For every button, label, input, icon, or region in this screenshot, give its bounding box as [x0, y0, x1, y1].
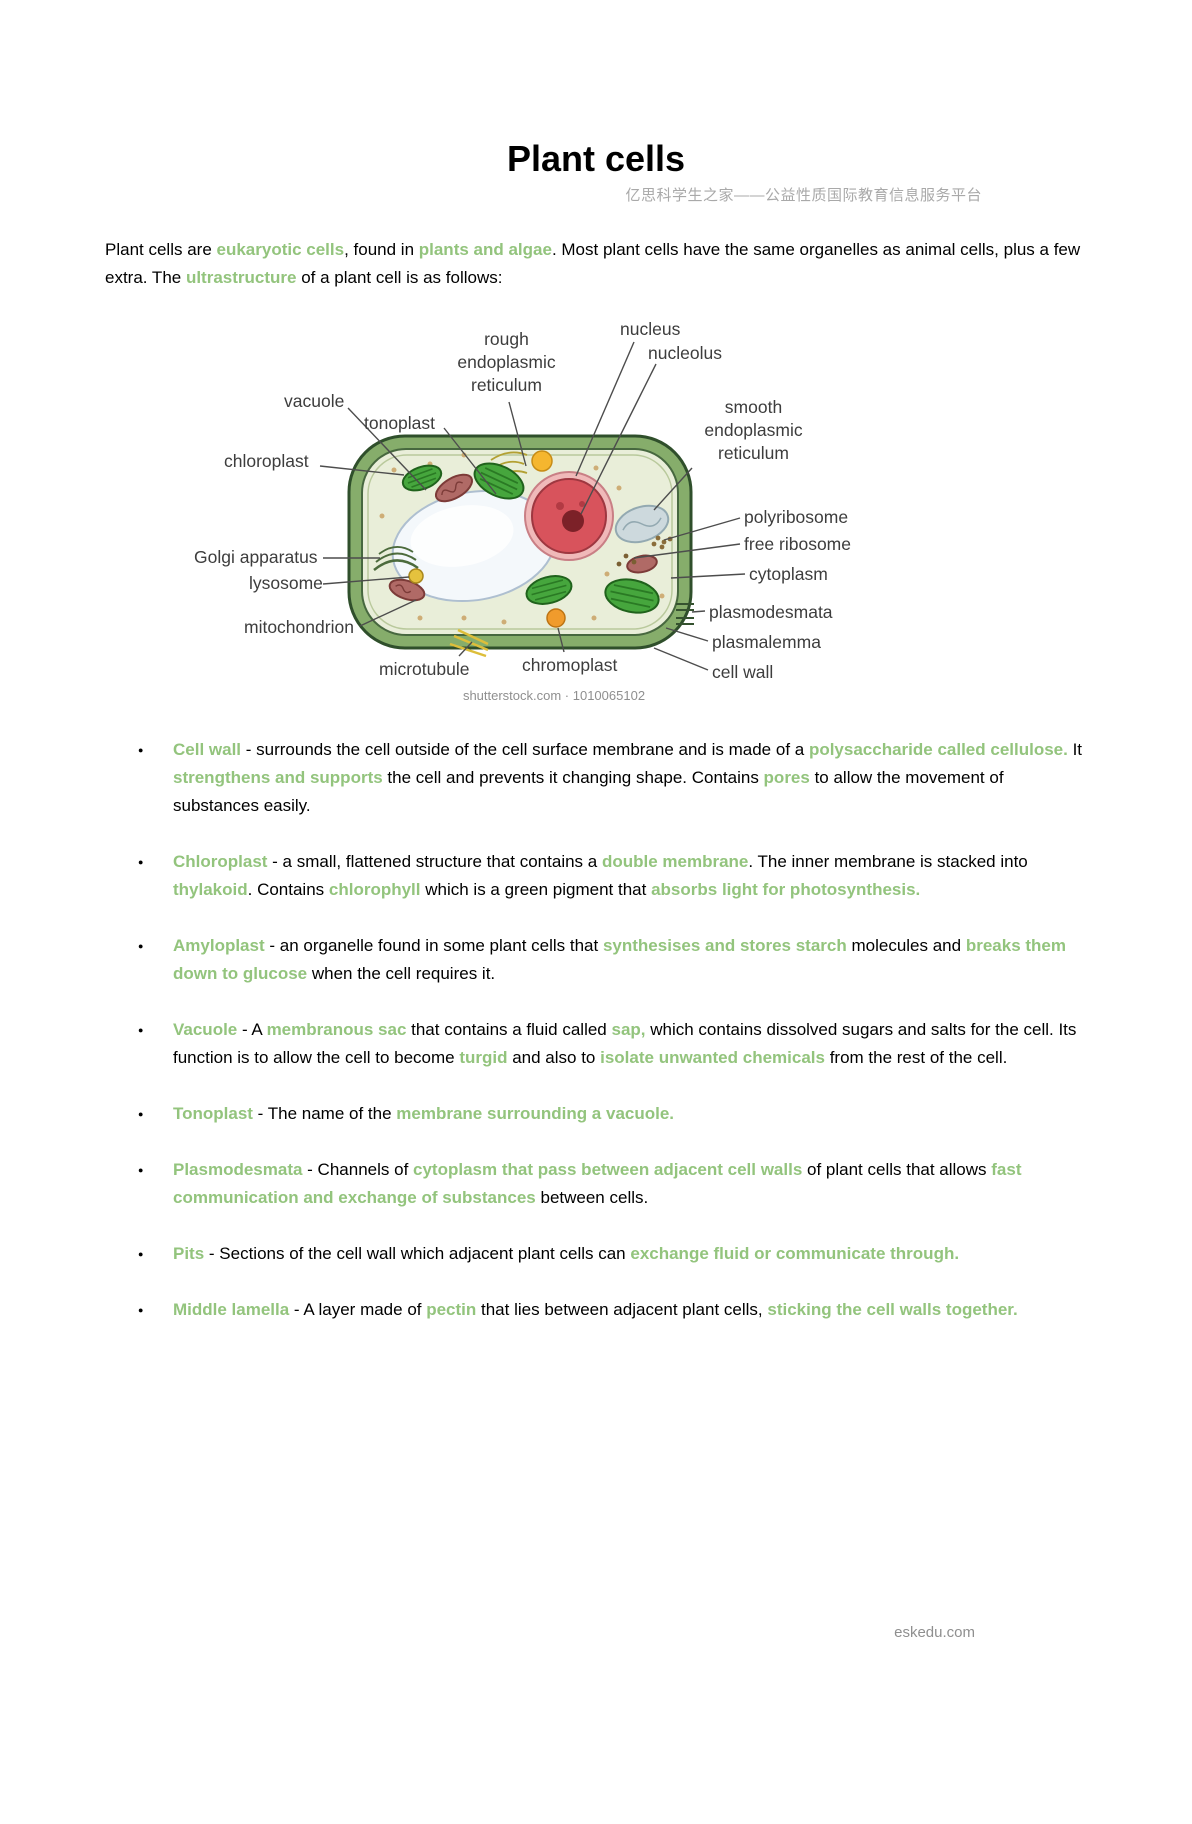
- bullet-marker: ●: [138, 857, 144, 867]
- bullet-marker: ●: [138, 1109, 144, 1119]
- diagram-label-smooth-er: smooth endoplasmic reticulum: [704, 397, 803, 463]
- plasmodesmata-shape: [676, 603, 694, 625]
- diagram-label-lysosome: lysosome: [249, 573, 323, 593]
- diagram-label-microtubule: microtubule: [379, 659, 470, 679]
- bullet-text: Chloroplast - a small, flattened structu…: [173, 852, 1028, 899]
- leader-lines: [319, 341, 746, 671]
- nucleus-shape: [524, 471, 614, 561]
- list-item-plasmodesmata: ● Plasmodesmata - Channels of cytoplasm …: [138, 1156, 1092, 1212]
- leader-line-polyribosome: [663, 517, 741, 541]
- diagram-label-nucleus: nucleus: [620, 319, 681, 339]
- diagram-label-free-ribosome: free ribosome: [744, 534, 851, 554]
- diagram-label-rough-er: rough endoplasmic reticulum: [457, 329, 556, 395]
- diagram-label-mitochondrion: mitochondrion: [244, 617, 354, 637]
- leader-line-free-ribosome: [633, 543, 741, 559]
- bullet-text: Vacuole - A membranous sac that contains…: [173, 1020, 1077, 1067]
- bullet-marker: ●: [138, 1305, 144, 1315]
- diagram-label-polyribosome: polyribosome: [744, 507, 849, 527]
- page-title: Plant cells: [506, 138, 686, 179]
- list-item-chloroplast: ● Chloroplast - a small, flattened struc…: [138, 848, 1092, 904]
- leader-line-lysosome: [322, 576, 410, 585]
- diagram-label-plasmodesmata: plasmodesmata: [709, 602, 833, 622]
- leader-line-cell-wall: [653, 647, 709, 671]
- leader-line-cytoplasm: [670, 573, 746, 579]
- list-item-tonoplast: ● Tonoplast - The name of the membrane s…: [138, 1100, 1092, 1128]
- list-item-vacuole: ● Vacuole - A membranous sac that contai…: [138, 1016, 1092, 1072]
- leader-line-plasmalemma: [665, 627, 709, 642]
- definition-list: ● Cell wall - surrounds the cell outside…: [0, 736, 1192, 1324]
- diagram-label-tonoplast: tonoplast: [364, 413, 436, 433]
- diagram-label-golgi-apparatus: Golgi apparatus: [194, 547, 318, 567]
- chromoplast-shape: [546, 608, 566, 628]
- diagram-label-cytoplasm: cytoplasm: [749, 564, 828, 584]
- leader-line-chromoplast: [557, 627, 565, 653]
- diagram-label-chromoplast: chromoplast: [522, 655, 618, 675]
- leader-line-smooth-er: [653, 467, 693, 511]
- smooth-er-shape: [614, 504, 670, 544]
- lysosome-shape: [408, 568, 424, 584]
- leader-line-mitochondrion: [359, 599, 417, 627]
- diagram-credit: shutterstock.com · 1010065102: [462, 688, 646, 703]
- plant-cell-diagram: rough endoplasmic reticulum nucleus nucl…: [164, 318, 944, 718]
- list-item-pits: ● Pits - Sections of the cell wall which…: [138, 1240, 1092, 1268]
- bullet-marker: ●: [138, 1249, 144, 1259]
- leader-line-chloroplast: [319, 465, 405, 476]
- bullet-marker: ●: [138, 941, 144, 951]
- bullet-text: Tonoplast - The name of the membrane sur…: [173, 1104, 675, 1123]
- leader-line-rough-er: [508, 401, 527, 467]
- list-item-middle-lamella: ● Middle lamella - A layer made of pecti…: [138, 1296, 1092, 1324]
- diagram-label-nucleolus: nucleolus: [648, 343, 722, 363]
- diagram-label-vacuole: vacuole: [284, 391, 345, 411]
- leader-line-plasmodesmata: [691, 610, 706, 613]
- free-ribosome-shape: [616, 553, 637, 567]
- bullet-text: Middle lamella - A layer made of pectin …: [173, 1300, 1018, 1319]
- leader-line-vacuole: [347, 407, 427, 491]
- peroxisome-shape: [531, 450, 553, 472]
- intro-paragraph: Plant cells are eukaryotic cells, found …: [105, 240, 1081, 287]
- diagram-label-chloroplast: chloroplast: [224, 451, 309, 471]
- diagram-label-plasmalemma: plasmalemma: [712, 632, 821, 652]
- footer-site-text: eskedu.com: [894, 1624, 975, 1641]
- bullet-marker: ●: [138, 1165, 144, 1175]
- list-item-cell-wall: ● Cell wall - surrounds the cell outside…: [138, 736, 1092, 820]
- bullet-marker: ●: [138, 1025, 144, 1035]
- bullet-text: Cell wall - surrounds the cell outside o…: [173, 740, 1083, 815]
- bullet-text: Pits - Sections of the cell wall which a…: [173, 1244, 960, 1263]
- list-item-amyloplast: ● Amyloplast - an organelle found in som…: [138, 932, 1092, 988]
- bullet-text: Plasmodesmata - Channels of cytoplasm th…: [173, 1160, 1022, 1207]
- site-header-text: 亿思科学生之家——公益性质国际教育信息服务平台: [625, 187, 982, 204]
- golgi-apparatus-shape: [373, 546, 419, 571]
- diagram-label-cell-wall: cell wall: [712, 662, 774, 682]
- leader-line-nucleus: [575, 341, 635, 477]
- leader-line-nucleolus: [580, 363, 657, 515]
- cell-illustration: [319, 341, 746, 671]
- bullet-text: Amyloplast - an organelle found in some …: [173, 936, 1066, 983]
- chloroplast-shapes: [401, 462, 660, 614]
- bullet-marker: ●: [138, 745, 144, 755]
- leader-line-microtubule: [458, 641, 473, 657]
- leader-line-tonoplast: [443, 427, 497, 495]
- vacuole-shape: [391, 489, 557, 603]
- nucleolus-shape: [562, 510, 584, 532]
